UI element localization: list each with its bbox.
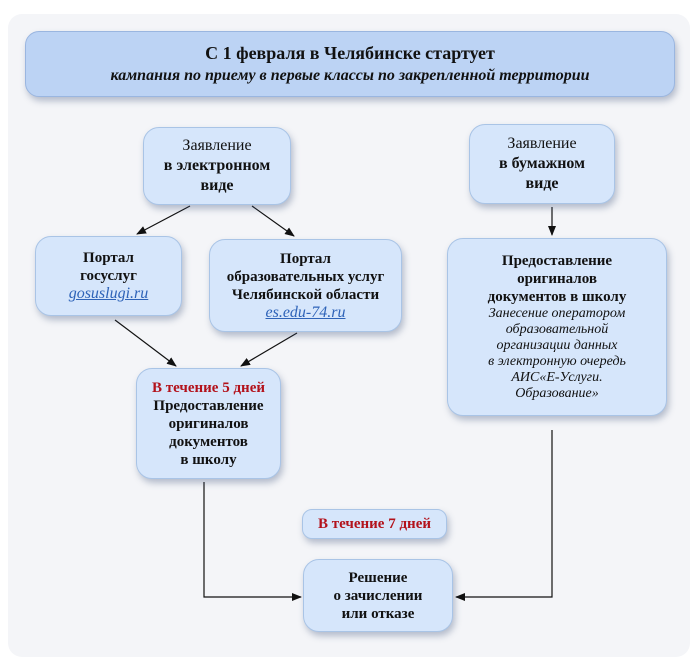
- paper-application-box: Заявление в бумажном виде: [469, 124, 615, 204]
- originals-paper-note4: в электронную очередь: [488, 354, 626, 369]
- electronic-line2: в электронном: [163, 157, 271, 174]
- electronic-line1: Заявление: [182, 137, 252, 154]
- originals-electronic-line1: Предоставление: [153, 397, 264, 414]
- title-sub: кампания по приему в первые классы по за…: [110, 67, 590, 84]
- arrow-electronic-to-gosuslugi: [136, 205, 191, 235]
- originals-paper-line1: Предоставление: [501, 253, 613, 269]
- arrow-gosuslugi-to-originals: [114, 319, 177, 367]
- originals-electronic-line4: в школу: [180, 451, 237, 468]
- decision-line2: о зачислении: [333, 587, 423, 604]
- originals-electronic-line3: документов: [169, 433, 248, 450]
- originals-paper-box: Предоставление оригиналов документов в ш…: [447, 238, 667, 416]
- deadline-7-days-box: В течение 7 дней: [302, 509, 447, 539]
- arrow-edu-portal-to-originals: [240, 332, 298, 367]
- decision-line3: или отказе: [341, 605, 415, 622]
- edu-portal-line3: Челябинской области: [231, 286, 380, 303]
- paper-line1: Заявление: [507, 135, 577, 152]
- arrow-originals-paper-to-decision: [455, 430, 553, 601]
- gosuslugi-link[interactable]: gosuslugi.ru: [68, 285, 149, 302]
- title-banner: С 1 февраля в Челябинске стартует кампан…: [25, 31, 675, 97]
- originals-electronic-box: В течение 5 дней Предоставление оригинал…: [136, 368, 281, 479]
- gosuslugi-line2: госуслуг: [80, 268, 137, 284]
- originals-paper-line2: оригиналов: [517, 271, 597, 287]
- electronic-line3: виде: [200, 177, 234, 194]
- originals-paper-note6: Образование»: [515, 386, 599, 401]
- arrow-originals-to-decision: [203, 482, 302, 601]
- gosuslugi-line1: Портал: [83, 250, 134, 266]
- originals-electronic-line2: оригиналов: [168, 415, 249, 432]
- electronic-application-box: Заявление в электронном виде: [143, 127, 291, 205]
- edu-portal-link[interactable]: es.edu-74.ru: [265, 303, 346, 321]
- paper-line2: в бумажном: [498, 155, 586, 172]
- edu-portal-line2: образовательных услуг: [226, 268, 385, 285]
- originals-paper-note1: Занесение оператором: [488, 306, 626, 321]
- gosuslugi-portal-box: Портал госуслуг gosuslugi.ru: [35, 236, 182, 316]
- originals-paper-note2: образовательной: [505, 322, 609, 337]
- originals-paper-line3: документов в школу: [487, 289, 627, 305]
- arrow-electronic-to-edu-portal: [251, 205, 295, 237]
- decision-line1: Решение: [348, 569, 408, 586]
- decision-box: Решение о зачислении или отказе: [303, 559, 453, 632]
- deadline-5-days: В течение 5 дней: [152, 379, 265, 396]
- originals-paper-note5: АИС«Е-Услуги.: [511, 370, 603, 385]
- originals-paper-note3: организации данных: [496, 338, 618, 353]
- title-main: С 1 февраля в Челябинске стартует: [205, 43, 495, 63]
- paper-line3: виде: [525, 175, 559, 192]
- edu-portal-box: Портал образовательных услуг Челябинской…: [209, 239, 402, 332]
- deadline-7-days: В течение 7 дней: [318, 516, 431, 532]
- edu-portal-line1: Портал: [280, 250, 331, 267]
